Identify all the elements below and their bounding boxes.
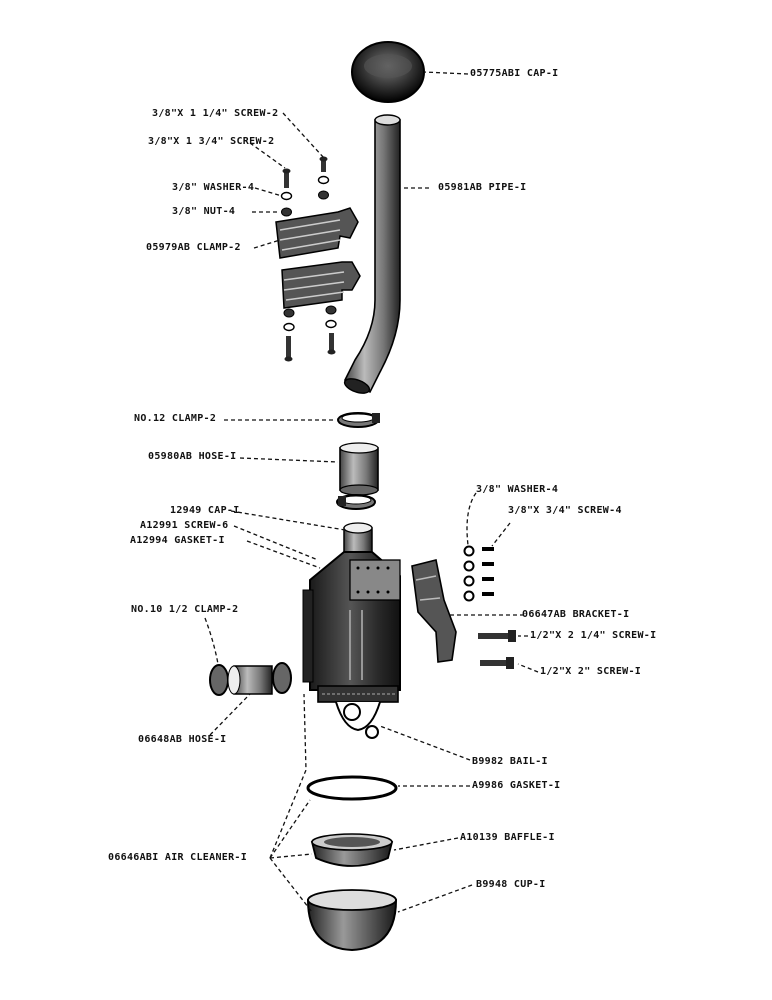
label-clamp-10: NO.10 1/2 CLAMP-2 <box>131 604 239 615</box>
hose-lower-part <box>209 662 292 696</box>
label-washer-right: 3/8" WASHER-4 <box>476 484 559 495</box>
pipe-part <box>343 114 401 394</box>
label-nut: 3/8" NUT-4 <box>172 206 236 217</box>
label-screw-long: 3/8"X 1 1/4" SCREW-2 <box>152 108 279 119</box>
label-cup: B9948 CUP-I <box>476 879 546 890</box>
label-cap-top: 05775ABI CAP-I <box>470 68 559 79</box>
hose-clamp-12-part <box>337 412 380 428</box>
label-screw-short: 3/8"X 1 3/4" SCREW-2 <box>148 136 275 147</box>
label-cap-12949: 12949 CAP-I <box>170 505 240 516</box>
leader-lines <box>204 71 539 913</box>
label-hose-lower: 06648AB HOSE-I <box>138 734 227 745</box>
hose-upper-part <box>339 442 379 496</box>
label-screw-a12991: A12991 SCREW-6 <box>140 520 229 531</box>
cup-part <box>306 889 398 952</box>
cap-top-part <box>351 41 425 103</box>
air-cleaner-body <box>302 522 401 739</box>
label-gasket-a9986: A9986 GASKET-I <box>472 780 561 791</box>
gasket-ring-part <box>306 775 398 801</box>
label-screw-half-2q: 1/2"X 2 1/4" SCREW-I <box>530 630 657 641</box>
label-screw-right: 3/8"X 3/4" SCREW-4 <box>508 505 622 516</box>
hose-clamp-lower-part <box>336 494 376 510</box>
label-air-cleaner: 06646ABI AIR CLEANER-I <box>108 852 248 863</box>
right-hardware <box>463 545 516 669</box>
label-clamp-12: NO.12 CLAMP-2 <box>134 413 217 424</box>
label-clamp-pipe: 05979AB CLAMP-2 <box>146 242 241 253</box>
label-gasket-a12994: A12994 GASKET-I <box>130 535 225 546</box>
baffle-part <box>310 833 394 867</box>
label-bail: B9982 BAIL-I <box>472 756 548 767</box>
bracket-part <box>411 559 457 663</box>
label-hose-upper: 05980AB HOSE-I <box>148 451 237 462</box>
label-baffle: A10139 BAFFLE-I <box>460 832 555 843</box>
label-screw-half-2: 1/2"X 2" SCREW-I <box>540 666 642 677</box>
clamp-hardware <box>280 156 337 362</box>
label-pipe: 05981AB PIPE-I <box>438 182 527 193</box>
pipe-clamps-part <box>275 207 361 309</box>
label-bracket: 06647AB BRACKET-I <box>522 609 630 620</box>
label-washer: 3/8" WASHER-4 <box>172 182 255 193</box>
